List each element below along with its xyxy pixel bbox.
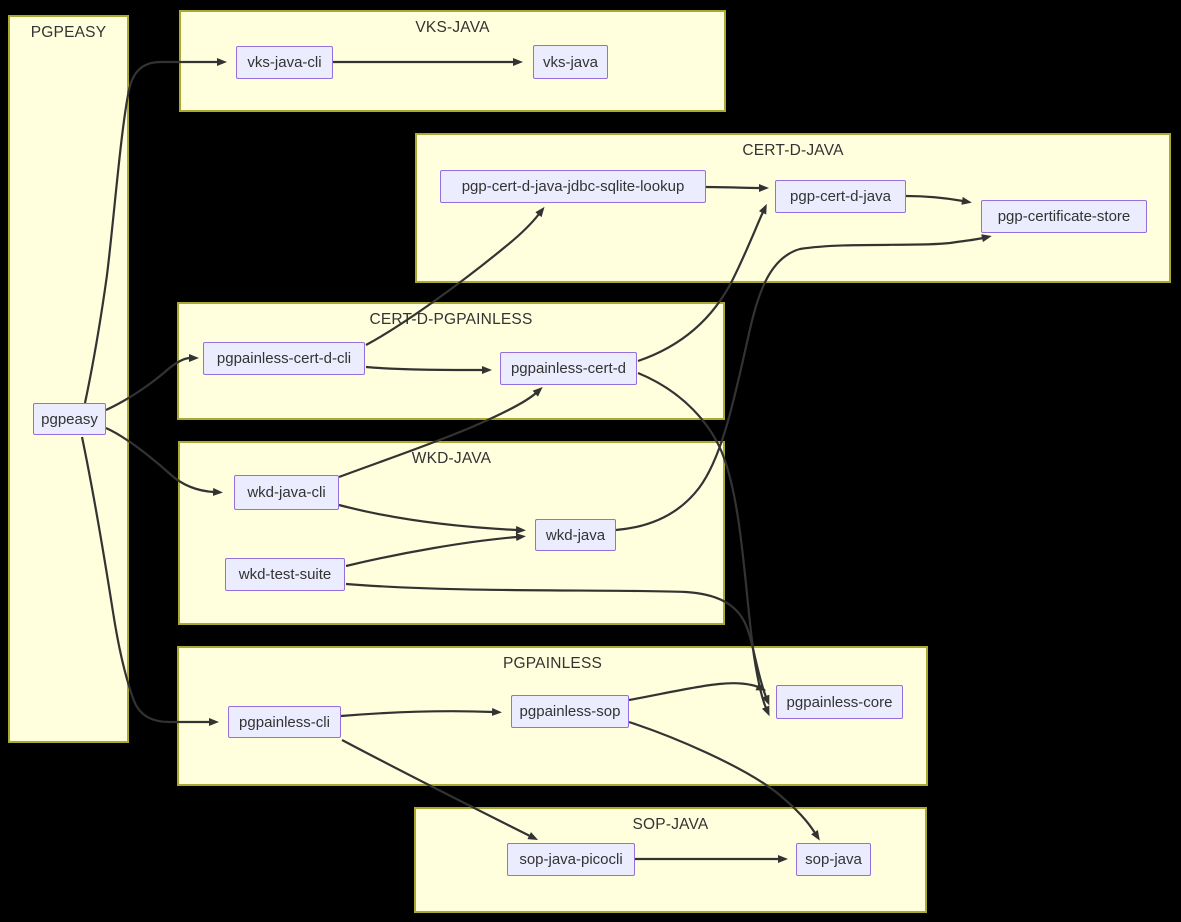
node-label-vks-java-cli: vks-java-cli — [247, 54, 322, 71]
cluster-label-sop-java: SOP-JAVA — [632, 816, 709, 833]
node-wkd-test-suite: wkd-test-suite — [225, 558, 345, 591]
node-label-wkd-java-cli: wkd-java-cli — [247, 484, 326, 501]
cluster-label-cert-d-java: CERT-D-JAVA — [742, 142, 844, 159]
node-pgpeasy: pgpeasy — [33, 403, 106, 435]
cluster-label-pgpeasy: PGPEASY — [30, 24, 107, 41]
node-pgpainless-cert-d-cli: pgpainless-cert-d-cli — [203, 342, 365, 375]
node-label-vks-java: vks-java — [542, 53, 598, 71]
cluster-label-wkd-java: WKD-JAVA — [411, 450, 492, 467]
node-label-pgpainless-cert-d: pgpainless-cert-d — [510, 360, 627, 377]
node-label-pgp-certificate-store: pgp-certificate-store — [997, 208, 1131, 225]
node-label-pgpainless-sop: pgpainless-sop — [519, 703, 621, 720]
cluster-wkd-java: WKD-JAVA — [178, 441, 725, 625]
node-label-pgpeasy: pgpeasy — [41, 410, 98, 428]
node-pgp-certificate-store: pgp-certificate-store — [981, 200, 1147, 233]
node-sop-java-picocli: sop-java-picocli — [507, 843, 635, 876]
node-wkd-java: wkd-java — [535, 519, 616, 551]
node-pgpainless-core: pgpainless-core — [776, 685, 903, 719]
node-vks-java-cli: vks-java-cli — [236, 46, 333, 79]
node-label-pgp-cert-d-java-jdbc-sqlite-lookup: pgp-cert-d-java-jdbc-sqlite-lookup — [461, 178, 685, 195]
node-label-wkd-java: wkd-java — [545, 526, 606, 544]
node-pgp-cert-d-java-jdbc-sqlite-lookup: pgp-cert-d-java-jdbc-sqlite-lookup — [440, 170, 706, 203]
node-wkd-java-cli: wkd-java-cli — [234, 475, 339, 510]
node-label-pgp-cert-d-java: pgp-cert-d-java — [790, 188, 891, 205]
cluster-pgpeasy: PGPEASY — [8, 15, 129, 743]
node-pgpainless-sop: pgpainless-sop — [511, 695, 629, 728]
node-pgp-cert-d-java: pgp-cert-d-java — [775, 180, 906, 213]
cluster-label-pgpainless: PGPAINLESS — [502, 655, 603, 672]
cluster-label-cert-d-pgpainless: CERT-D-PGPAINLESS — [369, 311, 533, 328]
node-label-pgpainless-core: pgpainless-core — [786, 693, 893, 711]
node-label-pgpainless-cli: pgpainless-cli — [239, 713, 330, 731]
node-pgpainless-cert-d: pgpainless-cert-d — [500, 352, 637, 385]
node-sop-java: sop-java — [796, 843, 871, 876]
node-vks-java: vks-java — [533, 45, 608, 79]
node-label-pgpainless-cert-d-cli: pgpainless-cert-d-cli — [216, 350, 352, 367]
cluster-label-vks-java: VKS-JAVA — [415, 19, 490, 36]
node-label-sop-java: sop-java — [805, 851, 862, 868]
node-pgpainless-cli: pgpainless-cli — [228, 706, 341, 738]
node-label-sop-java-picocli: sop-java-picocli — [519, 851, 623, 868]
node-label-wkd-test-suite: wkd-test-suite — [238, 566, 332, 583]
